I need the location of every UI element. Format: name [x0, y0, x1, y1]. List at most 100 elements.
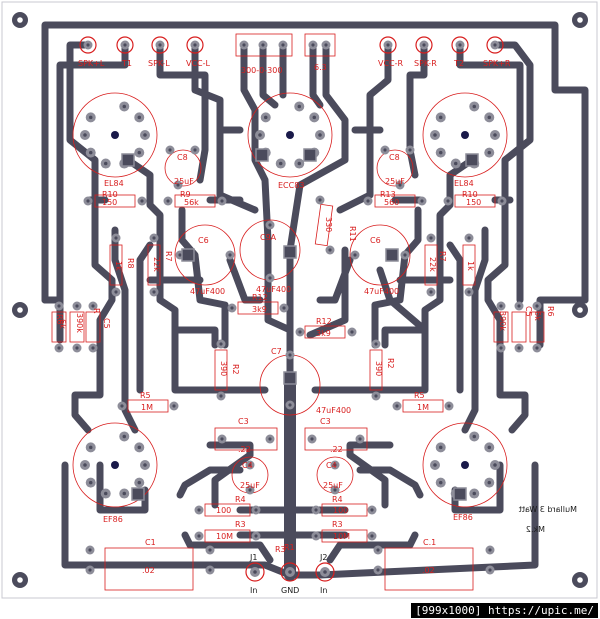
pad-hole [91, 304, 95, 308]
label-r5-l-val: 1M [141, 403, 153, 412]
square-pad [255, 148, 269, 162]
label-6-3: 6.3 [314, 63, 327, 72]
square-pad [453, 487, 467, 501]
label-r3-l: R3 [235, 520, 246, 529]
pad-hole [253, 570, 257, 574]
label-r-l: R [92, 308, 101, 314]
pad-hole [254, 534, 258, 538]
pad-hole [467, 290, 471, 294]
pad-hole [172, 404, 176, 408]
pad-hole [383, 148, 387, 152]
label-r4-l: R4 [235, 495, 246, 504]
label-r4-r-val: 100 [333, 506, 348, 515]
pad-hole [438, 115, 443, 120]
pad-hole [408, 148, 412, 152]
label-c9a-val: 47uF400 [256, 285, 291, 294]
terminal-ring [451, 36, 469, 54]
pad-hole [370, 534, 374, 538]
label-r1: R1 [284, 543, 295, 552]
pad-hole [312, 115, 317, 120]
pad-hole [143, 463, 147, 467]
pad-hole [458, 43, 462, 47]
pad-hole [137, 445, 142, 450]
pad-hole [376, 568, 380, 572]
terminal-ring [280, 562, 300, 582]
pad-hole [91, 346, 95, 350]
label-c8-r: C8 [389, 153, 400, 162]
pad-hole [493, 463, 497, 467]
terminal-ring [79, 36, 97, 54]
label-ecc83: ECC83 [278, 181, 304, 190]
label-r5-r-val: 1M [417, 403, 429, 412]
pad-hole [242, 43, 246, 47]
label-r7-l: R7 [164, 251, 173, 262]
pad-hole [75, 346, 79, 350]
pad-hole [57, 304, 61, 308]
pad-hole [288, 403, 292, 407]
label-t2: T2 [453, 59, 464, 68]
pad-hole [535, 304, 539, 308]
pad-hole [429, 236, 433, 240]
pad-hole [488, 568, 492, 572]
pad-hole [453, 161, 458, 166]
label-r8-l-val: 1k [114, 261, 123, 271]
label-r12-b-val: 3k9 [316, 329, 331, 338]
pad-hole [487, 150, 492, 155]
pad-hole [178, 253, 182, 257]
label-spk-minus-l: SPK-L [148, 59, 170, 68]
label-r-r-val: 390k [498, 311, 507, 331]
label-c8-r-val: 25uF [385, 177, 405, 186]
pad-hole [488, 548, 492, 552]
label-r7-r: R7 [438, 251, 447, 262]
pad-hole [219, 342, 223, 346]
label-r3-r: R3 [332, 520, 343, 529]
pad-hole [268, 276, 272, 280]
pad-hole [472, 491, 477, 496]
pad-hole [472, 434, 477, 439]
label-r4-r: R4 [332, 495, 343, 504]
label-c9a: C9A [260, 233, 277, 242]
terminal-ring [245, 562, 265, 582]
label-c1-l-val: .02 [142, 566, 155, 575]
label-c6-l: C6 [198, 236, 209, 245]
label-ef86-r: EF86 [453, 513, 473, 522]
silkscreen-text: SPK+L T1 SPK-L VCC-L 300-0-300 6.3 VCC-R… [55, 59, 577, 595]
pad-hole [358, 437, 362, 441]
pad-hole [17, 17, 23, 23]
pad-hole [123, 43, 127, 47]
label-vcc-l: VCC-L [186, 59, 211, 68]
pad-hole [220, 437, 224, 441]
terminal-ring [116, 36, 134, 54]
pad-hole [86, 199, 90, 203]
pad-hole [288, 353, 292, 357]
square-pad [465, 153, 479, 167]
pad-hole [158, 43, 162, 47]
terminal-ring [415, 36, 433, 54]
pad-hole [17, 307, 23, 313]
label-c7: C7 [271, 347, 282, 356]
label-c6-l-val: 47uF400 [190, 287, 225, 296]
pad-hole [152, 236, 156, 240]
pad-hole [220, 199, 224, 203]
label-r2-r-val: 390 [374, 361, 383, 376]
pad-hole [398, 183, 402, 187]
pad-hole [433, 463, 437, 467]
label-c4-r: C4 [326, 461, 337, 470]
pad-hole [143, 133, 147, 137]
pad-hole [168, 148, 172, 152]
square-pad [181, 248, 195, 262]
pad-hole [438, 480, 443, 485]
label-r5-l: R5 [140, 391, 151, 400]
terminal-ring [486, 36, 504, 54]
pad-hole [88, 445, 93, 450]
pad-hole [467, 236, 471, 240]
pad-hole [298, 330, 302, 334]
label-c3-l: C3 [238, 417, 249, 426]
pad-hole [350, 330, 354, 334]
socket-key [461, 131, 469, 139]
pad-hole [374, 394, 378, 398]
pad-hole [323, 570, 327, 574]
terminal-ring [379, 36, 397, 54]
pad-hole [500, 199, 504, 203]
